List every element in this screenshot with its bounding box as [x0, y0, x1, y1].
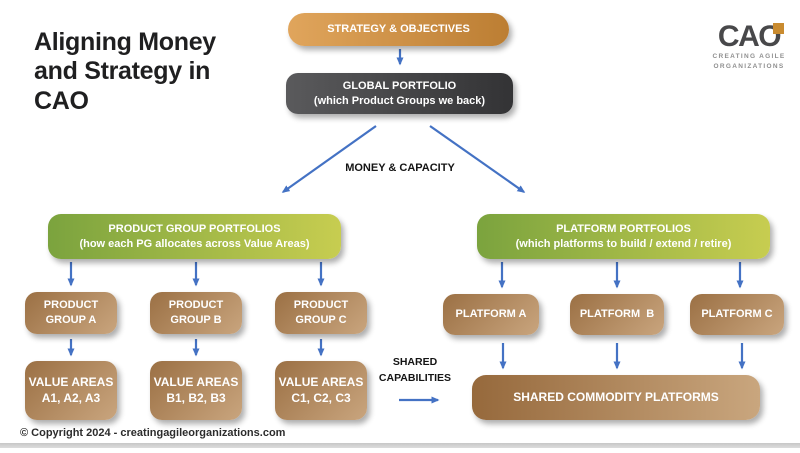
node-label: C1, C2, C3	[291, 390, 351, 405]
node-label: PRODUCT	[43, 299, 99, 312]
node-shared-commodity-platforms: SHARED COMMODITY PLATFORMS	[472, 375, 760, 420]
shared-capabilities-line2: CAPABILITIES	[378, 371, 452, 384]
node-platform-b: PLATFORM B	[570, 294, 664, 335]
arrow-global-to-platform-portfolios	[429, 125, 526, 193]
page-title: Aligning Money and Strategy in CAO	[34, 28, 284, 116]
node-label: VALUE AREAS	[28, 374, 114, 389]
node-sublabel: (which Product Groups we back)	[313, 94, 486, 107]
shared-capabilities-line1: SHARED	[392, 356, 438, 368]
node-label: PLATFORM A	[455, 308, 527, 321]
page-title-line3: CAO	[34, 86, 89, 115]
node-label: PLATFORM C	[701, 308, 773, 321]
node-product-group-b: PRODUCT GROUP B	[150, 292, 242, 334]
node-label: PRODUCT GROUP PORTFOLIOS	[108, 222, 281, 235]
node-platform-portfolios: PLATFORM PORTFOLIOS (which platforms to …	[477, 214, 770, 259]
page-title-line1: Aligning Money	[34, 28, 216, 56]
node-product-group-c: PRODUCT GROUP C	[275, 292, 367, 334]
node-label: GLOBAL PORTFOLIO	[342, 79, 457, 92]
arrow-global-to-product-portfolios	[281, 125, 377, 193]
cao-logo-tagline-line2: ORGANIZATIONS	[713, 63, 785, 71]
node-label: PRODUCT	[168, 299, 224, 312]
cao-logo: CAO CREATING AGILE ORGANIZATIONS	[712, 22, 786, 72]
node-product-group-portfolios: PRODUCT GROUP PORTFOLIOS (how each PG al…	[48, 214, 341, 259]
cao-logo-accent-square-icon	[773, 23, 785, 34]
shared-capabilities-label: SHARED CAPABILITIES	[372, 355, 458, 387]
node-strategy-objectives: STRATEGY & OBJECTIVES	[288, 13, 509, 46]
node-label: SHARED COMMODITY PLATFORMS	[513, 389, 719, 404]
node-label: STRATEGY & OBJECTIVES	[327, 23, 470, 36]
node-global-portfolio: GLOBAL PORTFOLIO (which Product Groups w…	[286, 73, 513, 114]
cao-logo-tagline-line1: CREATING AGILE	[712, 53, 786, 60]
node-label: B1, B2, B3	[166, 390, 226, 405]
cao-logo-mark: CAO	[717, 20, 785, 53]
node-value-areas-a: VALUE AREAS A1, A2, A3	[25, 361, 117, 420]
money-capacity-label: MONEY & CAPACITY	[345, 162, 455, 174]
node-label: PLATFORM B	[579, 308, 655, 321]
bottom-divider-bar	[0, 443, 800, 448]
node-sublabel: (how each PG allocates across Value Area…	[79, 237, 310, 250]
node-label: GROUP C	[295, 314, 347, 326]
node-label: GROUP A	[45, 314, 97, 326]
node-value-areas-c: VALUE AREAS C1, C2, C3	[275, 361, 367, 420]
node-label: GROUP B	[170, 314, 222, 326]
node-label: VALUE AREAS	[278, 374, 364, 389]
node-platform-a: PLATFORM A	[443, 294, 539, 335]
copyright-text: © Copyright 2024 - creatingagileorganiza…	[20, 427, 286, 439]
node-label: PLATFORM PORTFOLIOS	[556, 222, 691, 235]
node-label: PRODUCT	[293, 299, 349, 312]
node-product-group-a: PRODUCT GROUP A	[25, 292, 117, 334]
node-label: A1, A2, A3	[41, 390, 101, 405]
node-label: VALUE AREAS	[153, 374, 239, 389]
node-sublabel: (which platforms to build / extend / ret…	[515, 237, 732, 250]
node-value-areas-b: VALUE AREAS B1, B2, B3	[150, 361, 242, 420]
node-platform-c: PLATFORM C	[690, 294, 784, 335]
cao-logo-text: CAO	[717, 20, 782, 53]
page-title-line2: and Strategy in	[34, 57, 211, 86]
